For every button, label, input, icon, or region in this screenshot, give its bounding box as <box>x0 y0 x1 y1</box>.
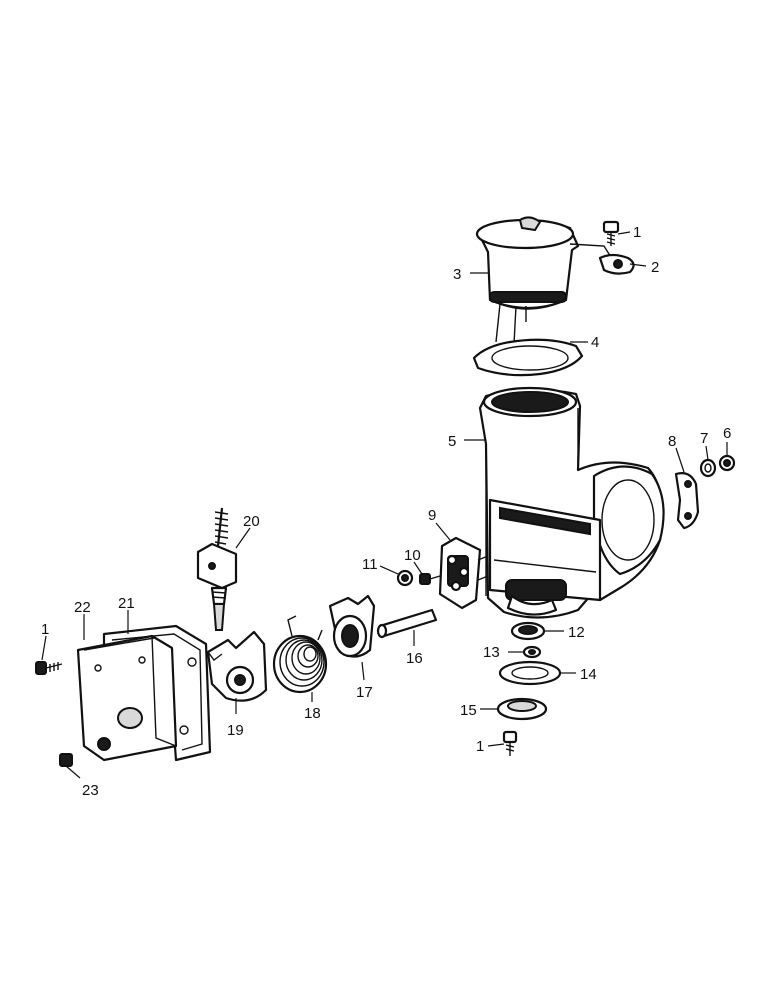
part-1-bottom-screw <box>502 730 518 756</box>
callout-20: 20 <box>243 513 260 530</box>
part-14-gasket <box>498 660 562 686</box>
callout-4: 4 <box>591 334 599 351</box>
callout-11: 11 <box>362 556 378 573</box>
callout-14: 14 <box>580 666 597 683</box>
part-12-bearing <box>510 621 546 641</box>
callout-3: 3 <box>453 266 461 283</box>
leader-lines <box>41 231 728 779</box>
callout-18: 18 <box>304 705 321 722</box>
callout-6: 6 <box>723 425 731 442</box>
callout-labels: 1 2 3 4 5 6 7 8 9 10 11 12 13 14 15 1 16… <box>41 224 731 799</box>
part-20-adjuster <box>196 507 238 631</box>
callout-13: 13 <box>483 644 500 661</box>
part-15-cover-plate <box>496 697 548 721</box>
callout-21: 21 <box>118 595 135 612</box>
callout-9: 9 <box>428 507 436 524</box>
callout-1-bottom: 1 <box>476 738 484 755</box>
part-4-gasket <box>472 338 584 377</box>
part-9-switch-block <box>438 536 489 610</box>
callout-2: 2 <box>651 259 659 276</box>
callout-22: 22 <box>74 599 91 616</box>
callout-19: 19 <box>227 722 244 739</box>
part-22-cover <box>76 634 178 762</box>
callout-12: 12 <box>568 624 585 641</box>
callout-7: 7 <box>700 430 708 447</box>
part-8-lever <box>674 472 700 530</box>
callout-5: 5 <box>448 433 456 450</box>
part-11-nut <box>396 569 414 587</box>
part-1-top-screw <box>602 220 620 246</box>
callout-8: 8 <box>668 433 676 450</box>
part-7-washer <box>699 458 717 478</box>
part-1-left-screw <box>35 661 63 675</box>
callout-17: 17 <box>356 684 373 701</box>
callout-1-left: 1 <box>41 621 49 638</box>
part-5-housing <box>478 386 665 619</box>
part-13-nut <box>522 645 542 659</box>
part-17-bushing <box>328 594 376 658</box>
callout-23: 23 <box>82 782 99 799</box>
part-18-spring <box>272 615 328 694</box>
callout-16: 16 <box>406 650 423 667</box>
part-10-bolt <box>419 573 441 585</box>
callout-1-top: 1 <box>633 224 641 241</box>
part-3-canister <box>475 216 615 345</box>
part-23-plug <box>59 753 73 767</box>
callout-10: 10 <box>404 547 421 564</box>
part-2-clip <box>598 253 635 275</box>
callout-15: 15 <box>460 702 477 719</box>
part-6-nut <box>718 454 736 472</box>
part-19-bracket <box>206 630 268 702</box>
part-16-shaft <box>376 608 438 639</box>
